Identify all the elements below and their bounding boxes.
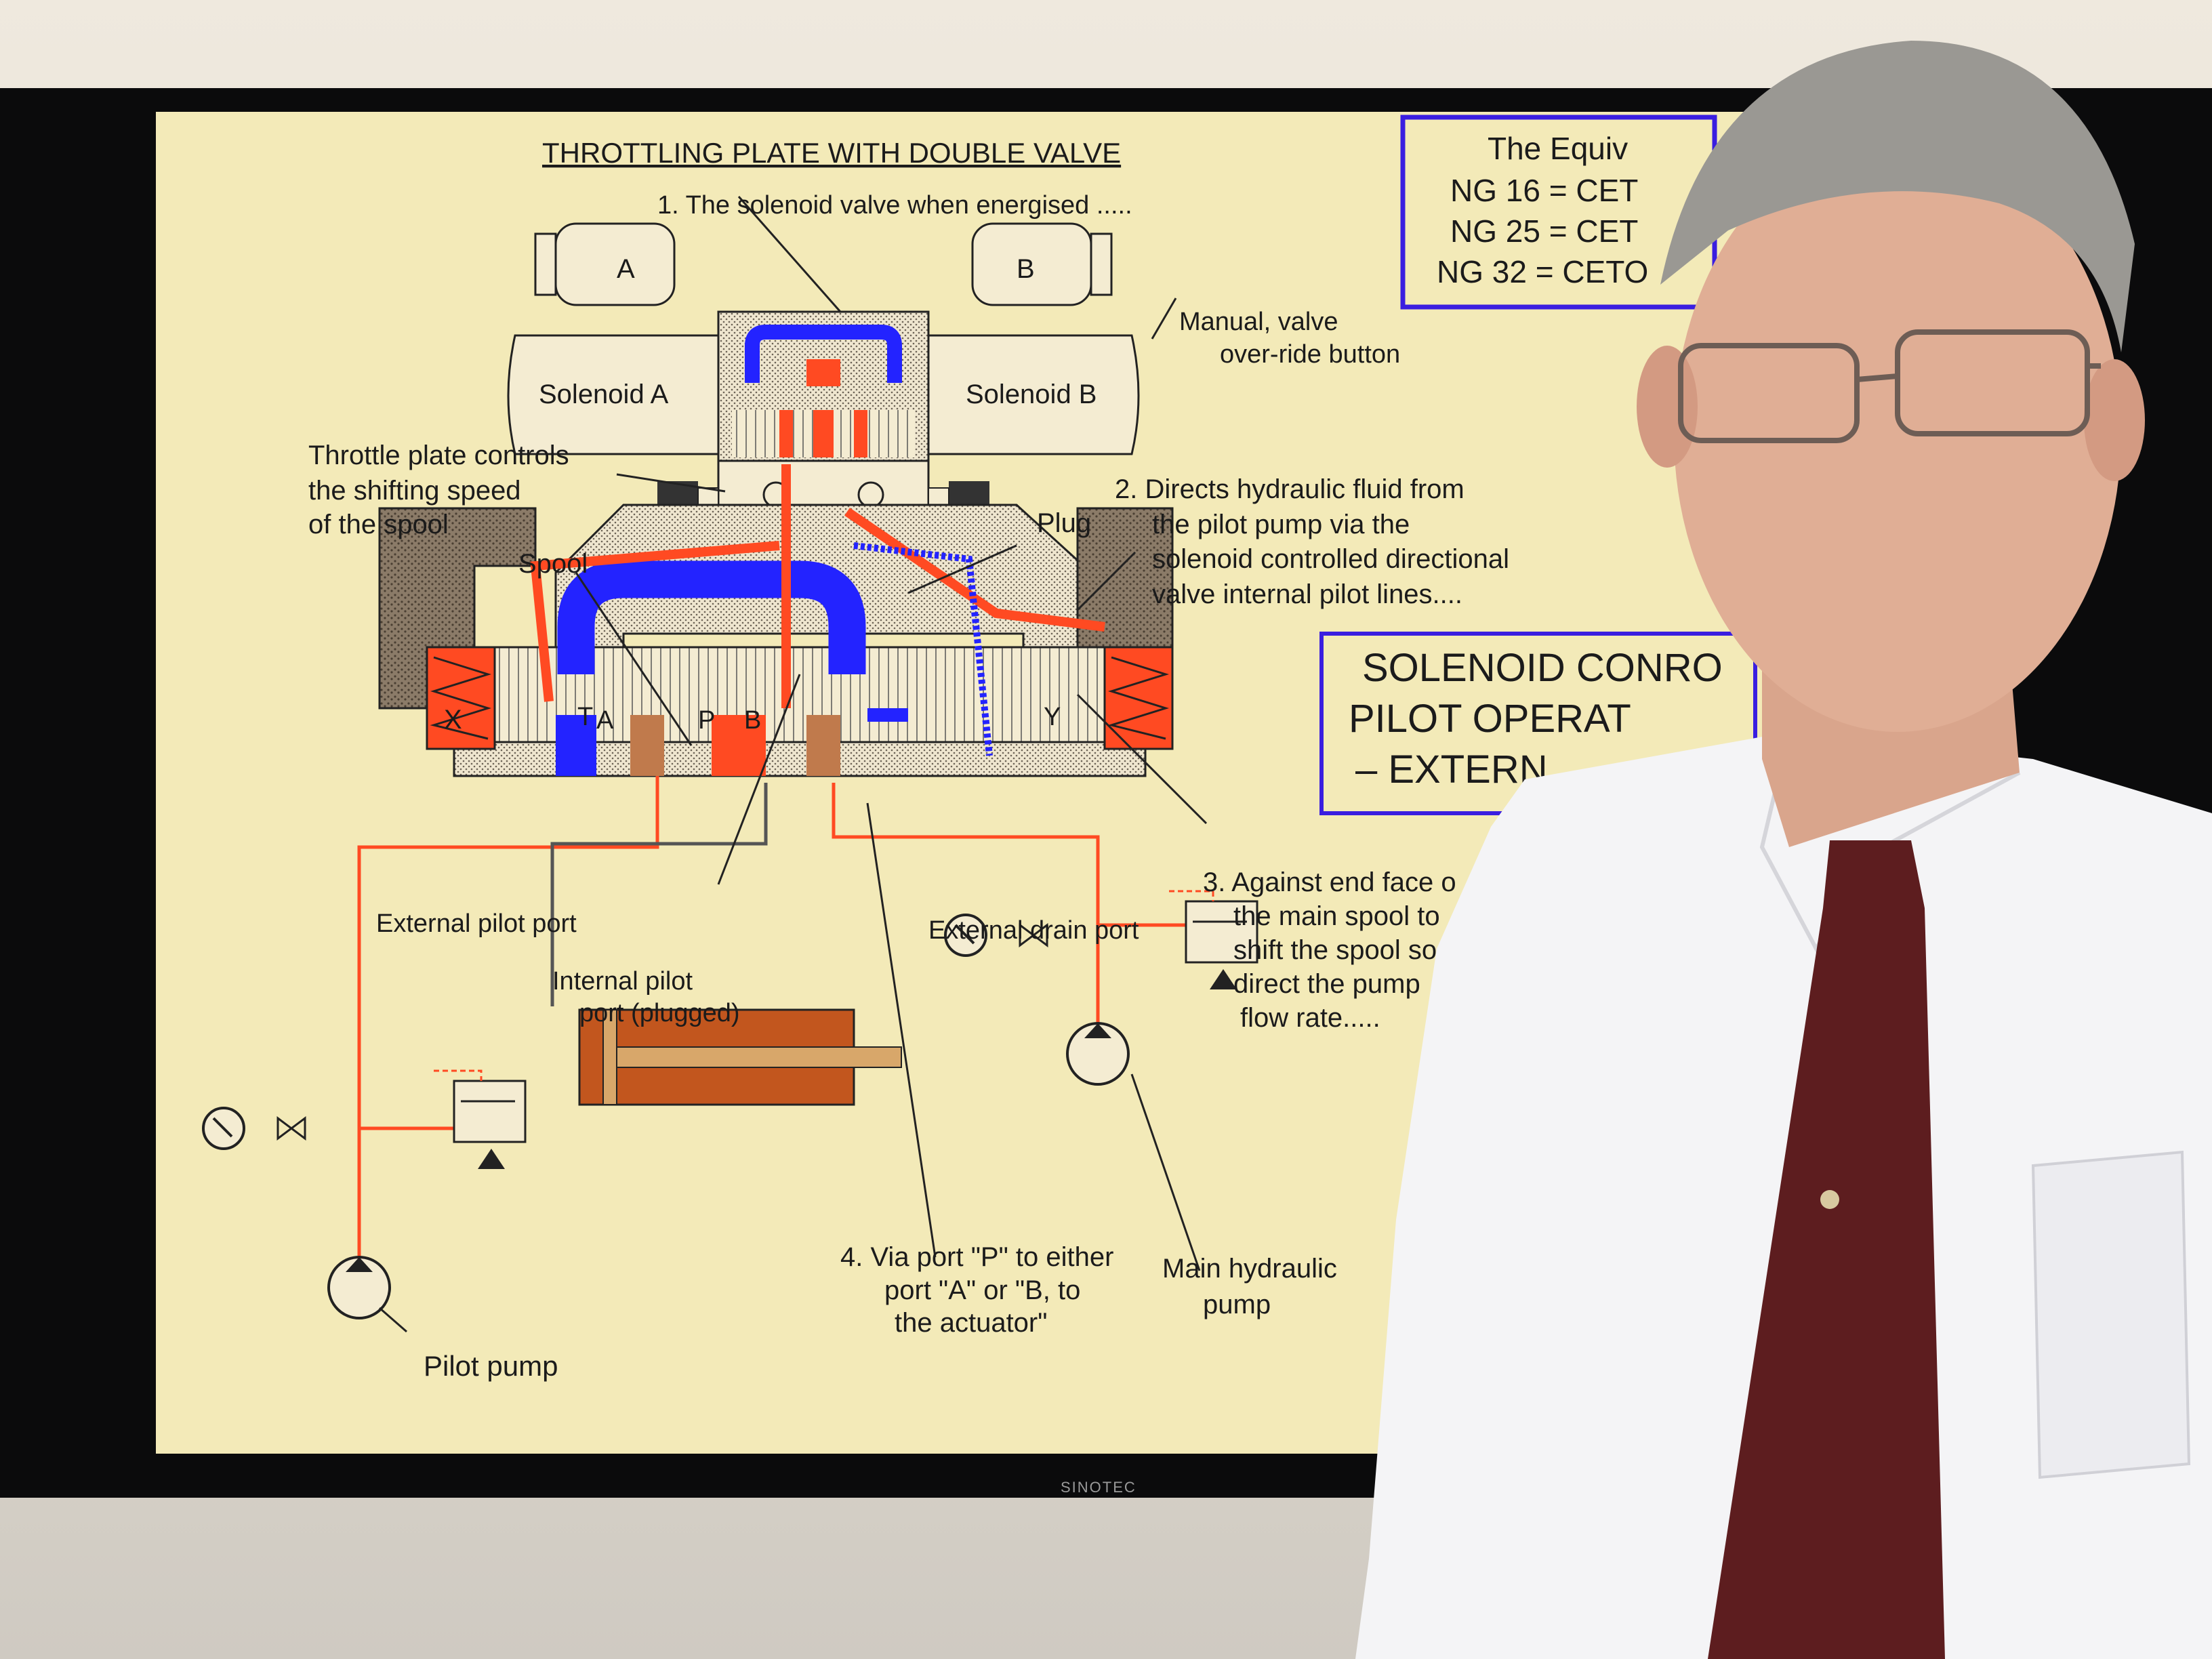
callout-step3-3: shift the spool so — [1233, 935, 1437, 965]
tv-brand-logo: SINOTEC — [1061, 1479, 1136, 1496]
callout-external-pilot-port: External pilot port — [376, 909, 577, 938]
callout-step2-4: valve internal pilot lines.... — [1152, 579, 1462, 609]
valve-type-box: SOLENOID CONRO PILOT OPERAT – EXTERN — [1319, 632, 1757, 815]
callout-step2-2: the pilot pump via the — [1152, 510, 1410, 539]
callout-plug: Plug — [1037, 508, 1091, 538]
port-t-label: T — [577, 703, 593, 731]
pilot-pump — [327, 1256, 391, 1319]
equiv-line-2: NG 16 = CET — [1450, 173, 1638, 208]
equiv-line-1: The Equiv — [1488, 131, 1628, 166]
callout-internal-pilot-1: Internal pilot — [552, 967, 693, 996]
equiv-line-3: NG 25 = CET — [1450, 213, 1638, 249]
callout-internal-pilot-2: port (plugged) — [579, 999, 740, 1027]
callout-step3-2: the main spool to — [1233, 901, 1440, 931]
port-b-label: B — [744, 706, 761, 735]
callout-leaders — [379, 196, 1208, 1333]
main-pump — [1066, 1022, 1130, 1086]
callout-spool: Spool — [518, 549, 588, 579]
callout-throttle-1: Throttle plate controls — [308, 441, 569, 470]
callout-pilot-pump: Pilot pump — [424, 1350, 558, 1382]
presenter-glasses — [1678, 329, 2101, 443]
callout-manual-override-2: over-ride button — [1220, 340, 1400, 369]
hydraulic-lines — [357, 776, 1186, 1264]
solenoid-a-label: Solenoid A — [539, 380, 669, 409]
callout-step4-1: 4. Via port "P" to either — [840, 1242, 1113, 1272]
solenoid-b: Solenoid B — [927, 334, 1140, 455]
callout-external-drain-port: External drain port — [928, 916, 1139, 945]
callout-step2-1: 2. Directs hydraulic fluid from — [1115, 474, 1465, 504]
presenter-head — [1637, 41, 2145, 732]
callout-throttle-2: the shifting speed — [308, 476, 521, 506]
callout-step4-3: the actuator" — [895, 1308, 1047, 1338]
plug-b-label: B — [1017, 254, 1035, 284]
port-y-label: Y — [1044, 703, 1061, 731]
callout-main-pump-2: pump — [1203, 1290, 1271, 1319]
type-line-2: PILOT OPERAT — [1349, 697, 1631, 741]
plug-a-label: A — [617, 254, 635, 284]
pilot-relief-valve — [434, 1069, 527, 1169]
pilot-valve — [717, 310, 930, 462]
callout-manual-override-1: Manual, valve — [1179, 308, 1338, 336]
port-x-label: X — [444, 705, 462, 735]
solenoid-b-label: Solenoid B — [966, 380, 1097, 409]
pilot-pressure-gauge — [202, 1107, 306, 1150]
callout-step4-2: port "A" or "B, to — [884, 1275, 1080, 1305]
main-relief-valve — [1169, 890, 1258, 989]
slide-diagram: THROTTLING PLATE WITH DOUBLE VALVE The E… — [202, 115, 1757, 1382]
port-a-label: A — [596, 706, 614, 735]
callout-step3-4: direct the pump — [1233, 969, 1420, 999]
callout-throttle-3: of the spool — [308, 510, 449, 539]
main-pressure-gauge — [944, 914, 1048, 957]
slide-title: THROTTLING PLATE WITH DOUBLE VALVE — [542, 137, 1121, 169]
type-line-3: – EXTERN — [1355, 747, 1548, 792]
equiv-line-4: NG 32 = CETO — [1437, 254, 1648, 289]
solenoid-plug-b: B — [971, 222, 1113, 306]
actuator-cylinder — [578, 1008, 902, 1106]
type-line-1: SOLENOID CONRO — [1362, 646, 1723, 690]
callout-step3-1: 3. Against end face o — [1203, 867, 1456, 897]
callout-main-pump-1: Main hydraulic — [1162, 1254, 1337, 1284]
port-p-label: P — [698, 706, 715, 735]
solenoid-a: Solenoid A — [507, 334, 720, 455]
callout-step2-3: solenoid controlled directional — [1152, 544, 1509, 574]
callout-step3-5: flow rate..... — [1240, 1003, 1380, 1033]
presenter-tie — [1708, 840, 1945, 1659]
solenoid-plug-a: A — [534, 222, 676, 306]
callout-step1: 1. The solenoid valve when energised ...… — [657, 191, 1132, 220]
